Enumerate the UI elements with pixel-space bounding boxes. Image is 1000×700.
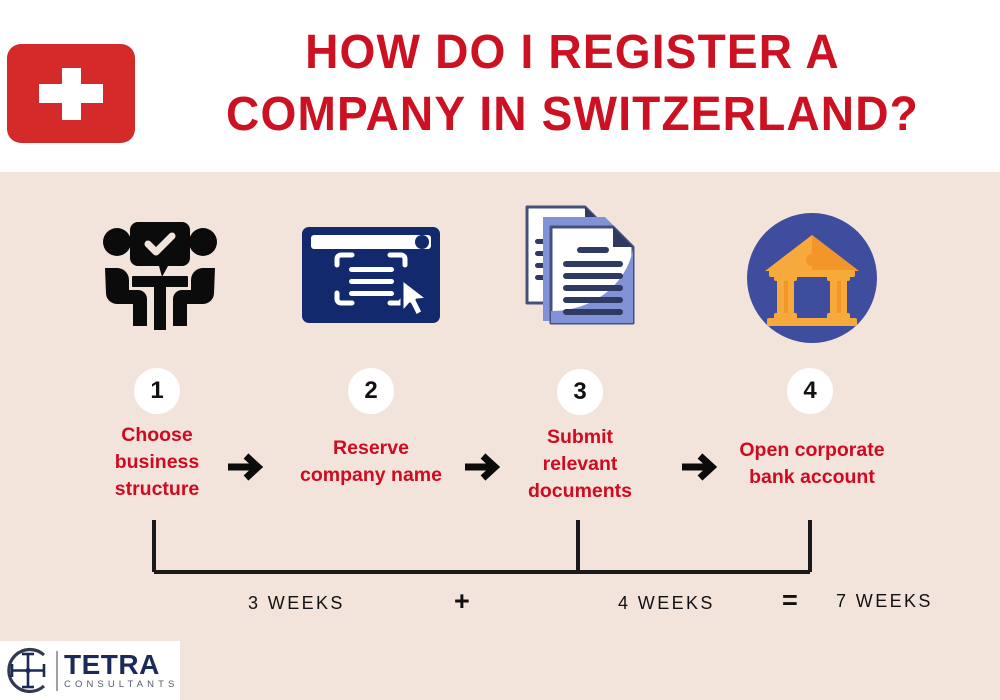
arrow-right-icon [459, 444, 505, 490]
page-title-line-1: HOW DO I REGISTER A [305, 26, 840, 79]
stacked-documents-icon [521, 203, 645, 331]
step-label-4-line-1: Open corporate [739, 439, 885, 461]
step-label-1-line-2: business [114, 451, 200, 473]
step-label-4: Open corporate bank account [692, 437, 932, 491]
step-number-badge-1: 1 [134, 368, 180, 414]
page-title: HOW DO I REGISTER A COMPANY IN SWITZERLA… [177, 22, 969, 146]
page-title-line-2: COMPANY IN SWITZERLAND? [226, 88, 919, 141]
step-number-badge-2: 2 [348, 368, 394, 414]
total-duration-label: 7 WEEKS [836, 591, 933, 611]
tetra-consultants-logo[interactable]: TETRA CONSULTANTS [0, 641, 180, 700]
step-number-2: 2 [364, 377, 378, 404]
flag-cross-horizontal [39, 84, 103, 103]
logo-divider [56, 650, 58, 691]
right-duration-label: 4 WEEKS [618, 593, 715, 613]
step-number-badge-3: 3 [557, 369, 603, 415]
business-meeting-icon [96, 220, 224, 330]
logo-wordmark: TETRA CONSULTANTS [64, 649, 179, 691]
step-label-3-line-2: relevant [542, 453, 618, 475]
step-label-1: Choose business structure [57, 422, 257, 503]
logo-brand-name: TETRA [64, 649, 160, 680]
swiss-flag-icon [7, 44, 135, 143]
arrow-right-icon [222, 444, 268, 490]
step-number-1: 1 [150, 377, 164, 404]
step-label-3-line-3: documents [527, 480, 632, 502]
browser-window-form-icon [302, 227, 440, 323]
step-label-3-line-1: Submit [546, 426, 614, 448]
step-label-4-line-2: bank account [749, 466, 875, 488]
step-number-badge-4: 4 [787, 368, 833, 414]
logo-subtitle: CONSULTANTS [64, 679, 179, 690]
step-label-3: Submit relevant documents [480, 424, 680, 505]
step-number-3: 3 [573, 378, 587, 405]
step-label-1-line-3: structure [114, 478, 200, 500]
step-label-2: Reserve company name [271, 435, 471, 489]
left-duration-label: 3 WEEKS [248, 593, 345, 613]
steps-panel: 1 2 3 4 Choose business structure Reserv… [0, 172, 1000, 700]
plus-operator: + [454, 586, 470, 616]
tetra-circle-cross-logo-icon [7, 647, 46, 694]
step-number-4: 4 [803, 377, 817, 404]
arrow-right-icon [676, 444, 722, 490]
step-label-1-line-1: Choose [121, 424, 193, 446]
step-label-2-line-2: company name [300, 464, 442, 486]
step-label-2-line-1: Reserve [333, 437, 409, 459]
bank-building-icon [747, 213, 877, 343]
equals-operator: = [782, 585, 798, 615]
header: HOW DO I REGISTER A COMPANY IN SWITZERLA… [0, 0, 1000, 172]
